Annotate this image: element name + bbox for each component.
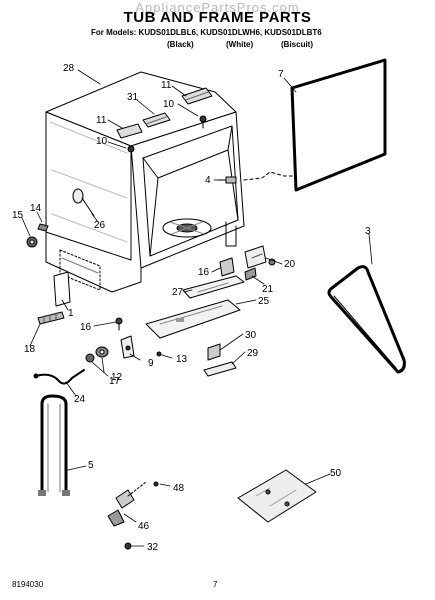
callout-50: 50 bbox=[330, 468, 342, 479]
callout-30: 30 bbox=[245, 330, 257, 341]
clip-16-upper bbox=[219, 257, 235, 277]
callout-14: 14 bbox=[30, 203, 42, 214]
callout-5: 5 bbox=[88, 460, 94, 471]
callout-13: 13 bbox=[176, 354, 188, 365]
screw-10-upper bbox=[199, 115, 207, 129]
mounting-plate-25 bbox=[145, 299, 241, 339]
callout-16-upper: 16 bbox=[198, 267, 210, 278]
screw-10-lower bbox=[127, 145, 135, 159]
nut-15 bbox=[26, 236, 38, 248]
hinge-bracket-top-right bbox=[181, 87, 213, 105]
callout-24: 24 bbox=[74, 394, 86, 405]
callout-46: 46 bbox=[138, 521, 150, 532]
callout-4: 4 bbox=[205, 175, 211, 186]
washer-17 bbox=[95, 346, 109, 358]
callout-17: 17 bbox=[109, 376, 121, 387]
clip-29 bbox=[203, 361, 237, 377]
screw-13 bbox=[156, 351, 162, 357]
callout-48: 48 bbox=[173, 483, 185, 494]
fastener-21 bbox=[244, 267, 257, 281]
bracket-9 bbox=[120, 335, 135, 359]
callout-16-lower: 16 bbox=[80, 322, 92, 333]
color-label-black: (Black) bbox=[167, 40, 194, 49]
callout-9: 9 bbox=[148, 358, 154, 369]
callout-12: 12 bbox=[111, 372, 123, 383]
gasket-7 bbox=[290, 58, 387, 192]
callout-18: 18 bbox=[24, 344, 36, 355]
bracket-20 bbox=[244, 245, 276, 269]
bracket-30 bbox=[207, 343, 221, 361]
doc-number: 8194030 bbox=[12, 580, 44, 589]
leveling-leg-1 bbox=[53, 271, 71, 307]
callout-20: 20 bbox=[284, 259, 296, 270]
tub-assembly bbox=[45, 71, 297, 293]
page-number: 7 bbox=[213, 580, 218, 589]
hinge-bracket-left bbox=[116, 123, 143, 139]
leveling-foot-18 bbox=[37, 311, 65, 325]
fastener-4 bbox=[217, 176, 237, 184]
callout-10-lower: 10 bbox=[96, 136, 108, 147]
screw-48 bbox=[153, 481, 159, 487]
drain-hose-5 bbox=[38, 394, 70, 496]
callout-7: 7 bbox=[278, 69, 284, 80]
callout-29: 29 bbox=[247, 348, 259, 359]
models-line: For Models: KUDS01DLBL6, KUDS01DLWH6, KU… bbox=[91, 28, 322, 37]
callout-28: 28 bbox=[63, 63, 75, 74]
bracket-plate-27 bbox=[182, 275, 245, 299]
callout-31: 31 bbox=[127, 92, 139, 103]
hinge-bracket-top-center bbox=[142, 112, 171, 128]
color-label-biscuit: (Biscuit) bbox=[281, 40, 313, 49]
callout-11-lower: 11 bbox=[96, 115, 107, 126]
callout-1: 1 bbox=[68, 308, 74, 319]
callout-32: 32 bbox=[147, 542, 159, 553]
callout-25: 25 bbox=[258, 296, 270, 307]
door-gasket-3 bbox=[327, 265, 406, 374]
insulation-pad-50 bbox=[237, 469, 317, 523]
callout-15: 15 bbox=[12, 210, 24, 221]
callout-21: 21 bbox=[262, 284, 274, 295]
callout-27: 27 bbox=[172, 287, 184, 298]
callout-3: 3 bbox=[365, 226, 371, 237]
callout-labels: 28 7 31 11 10 11 10 4 3 15 14 26 20 16 2… bbox=[12, 63, 371, 553]
screw-14 bbox=[37, 223, 49, 232]
screw-32 bbox=[124, 542, 132, 550]
valve-assembly-46 bbox=[107, 481, 147, 527]
screw-12 bbox=[85, 353, 95, 363]
callout-11-upper: 11 bbox=[161, 80, 172, 91]
screw-16-lower bbox=[115, 317, 123, 331]
leader-lines bbox=[21, 69, 373, 547]
page-title: TUB AND FRAME PARTS bbox=[123, 9, 312, 26]
callout-10-upper: 10 bbox=[163, 99, 175, 110]
side-grommet-26 bbox=[72, 188, 95, 217]
watermark-text: AppliancePartsPros.com bbox=[135, 0, 300, 15]
callout-26: 26 bbox=[94, 220, 106, 231]
hose-24 bbox=[33, 369, 85, 385]
color-label-white: (White) bbox=[226, 40, 254, 49]
